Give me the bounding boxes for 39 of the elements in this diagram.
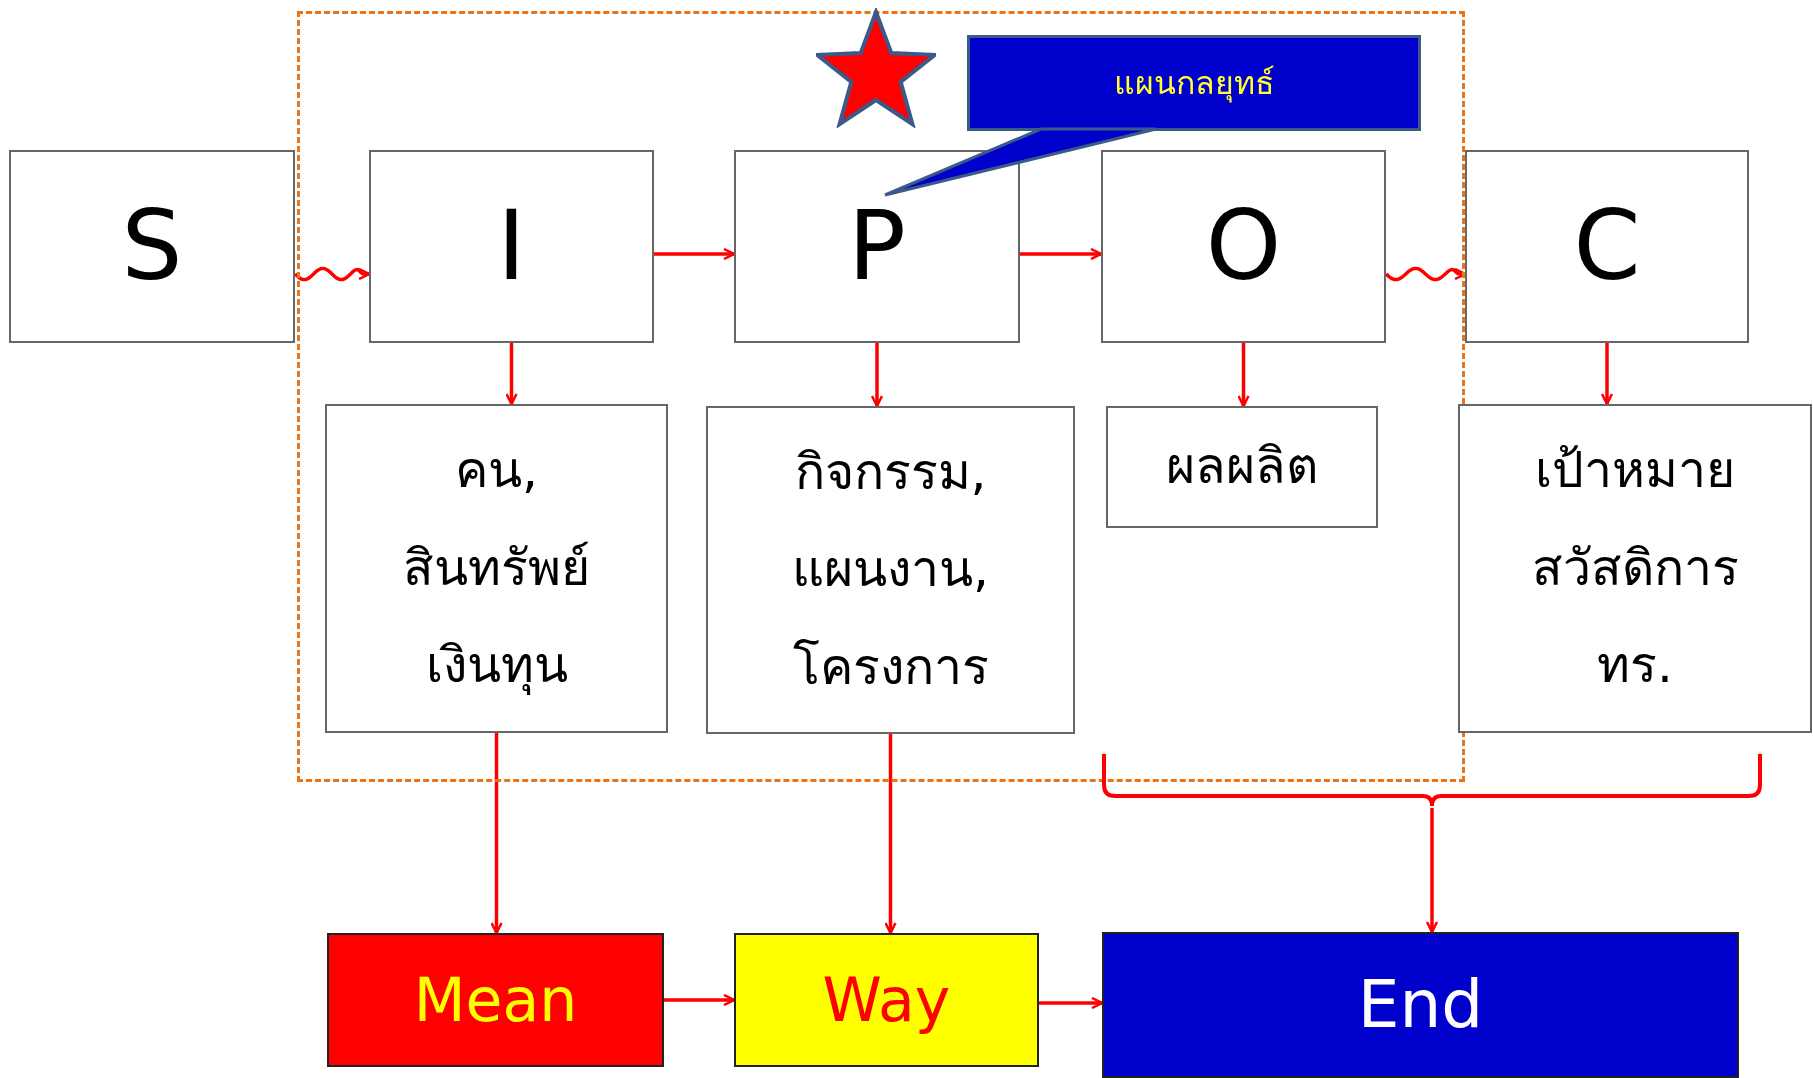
outcome-box [734, 933, 1039, 1067]
detail-box [325, 404, 668, 733]
detail-text: กิจกรรม, แผนงาน, โครงการ [791, 441, 990, 698]
process-box [369, 150, 654, 343]
detail-box [706, 406, 1075, 734]
letter-label: C [1573, 193, 1641, 300]
arrow [654, 247, 736, 261]
detail-box [1458, 404, 1812, 733]
outcome-label: Way [822, 963, 951, 1037]
letter-label: I [497, 193, 526, 300]
letter-label: O [1205, 193, 1282, 300]
arrow [1237, 343, 1250, 408]
detail-text: เป้าหมาย สวัสดิการ ทร. [1530, 440, 1740, 697]
detail-box [1106, 406, 1378, 528]
process-box [734, 150, 1020, 343]
arrow [870, 343, 884, 408]
outcome-label: End [1357, 968, 1484, 1042]
curly-brace [1102, 752, 1762, 808]
callout-pointer [883, 127, 1158, 197]
dashed-group-box [297, 11, 1465, 782]
letter-label: P [848, 193, 906, 300]
arrow [1600, 343, 1614, 406]
detail-text: ผลผลิต [1166, 436, 1318, 498]
detail-text: คน, สินทรัพย์ เงินทุน [402, 440, 591, 697]
arrow [1039, 996, 1104, 1010]
arrow [1020, 247, 1103, 261]
outcome-box [1102, 932, 1739, 1078]
process-box [1101, 150, 1386, 343]
callout-text: แผนกลยุทธ์ [1113, 62, 1275, 105]
process-box [9, 150, 295, 343]
process-box [1465, 150, 1749, 343]
arrow [490, 733, 503, 935]
arrow [664, 993, 736, 1007]
letter-label: S [121, 193, 183, 300]
outcome-box [327, 933, 664, 1067]
arrow [884, 734, 897, 935]
outcome-label: Mean [413, 963, 578, 1037]
arrow [1425, 808, 1439, 934]
arrow [505, 343, 518, 406]
